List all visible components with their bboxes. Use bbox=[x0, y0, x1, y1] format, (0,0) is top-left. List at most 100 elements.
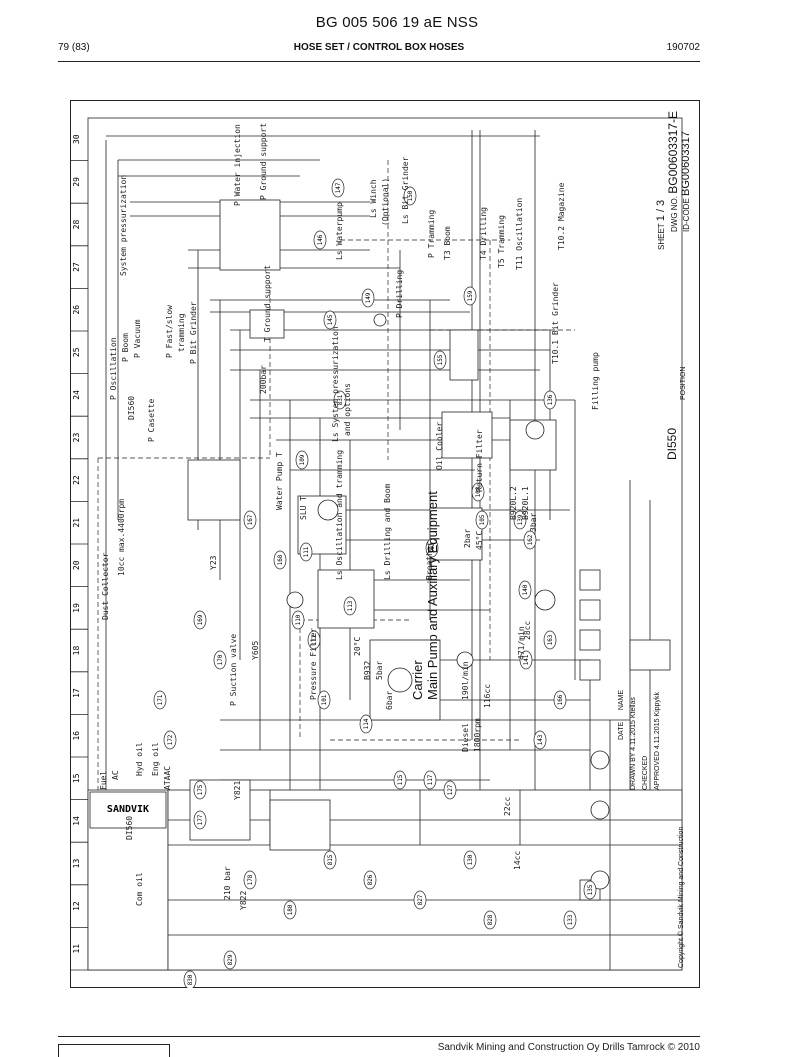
component-label-pressure-filter: Pressure Filter bbox=[309, 628, 318, 700]
title-block-text: SANDVIK bbox=[107, 804, 149, 815]
hose-id-bubble: 114 bbox=[359, 714, 373, 734]
component-label-t10-1-bit-grinder: T10.1 Bit Grinder bbox=[551, 282, 560, 364]
hose-id: 101 bbox=[321, 694, 328, 705]
hose-id-bubble: 159 bbox=[463, 286, 477, 306]
hose-id: 831 bbox=[337, 394, 344, 405]
hose-id-bubble: 101 bbox=[317, 690, 331, 710]
component-label-p-vacuum: P Vacuum bbox=[133, 319, 142, 358]
hose-id-bubble: 112 bbox=[307, 630, 321, 650]
component-label-diesel-rpm: 1800rpm bbox=[473, 718, 482, 752]
component-label-ac: AC bbox=[111, 770, 120, 780]
hose-id-bubble: 162 bbox=[523, 530, 537, 550]
column-ticks bbox=[70, 160, 88, 971]
component-label-diesel: Diesel bbox=[461, 723, 470, 752]
component-label-water-pump-t: Water Pump T bbox=[275, 452, 284, 510]
hose-id: 141 bbox=[523, 654, 530, 665]
hose-id: 139 bbox=[517, 514, 524, 525]
component-label-fuel: Fuel bbox=[99, 771, 108, 790]
hose-id: 146 bbox=[317, 234, 324, 245]
hose-id: 111 bbox=[303, 546, 310, 557]
hose-id-bubble: 830 bbox=[183, 970, 197, 990]
column-number: 22 bbox=[72, 475, 81, 485]
component-label-return-filter: Return Filter bbox=[475, 429, 484, 492]
hose-id: 159 bbox=[467, 290, 474, 301]
component-label-oil-cooler: Oil Cooler bbox=[435, 422, 444, 470]
hose-id: 136 bbox=[547, 394, 554, 405]
hose-id-bubble: 135 bbox=[583, 880, 597, 900]
component-label-p-oscillation: P Oscillation bbox=[109, 337, 118, 400]
hose-id-bubble: 105 bbox=[475, 510, 489, 530]
component-label-y822: Y822 bbox=[239, 891, 248, 910]
hose-id-bubble: 166 bbox=[553, 690, 567, 710]
component-label-ls-system-pressurization: Ls System pressurization bbox=[331, 326, 340, 442]
column-number: 25 bbox=[72, 347, 81, 357]
component-label-breather: Breather bbox=[425, 541, 434, 580]
hose-id: 163 bbox=[547, 634, 554, 645]
column-number: 19 bbox=[72, 603, 81, 613]
hose-id: 815 bbox=[327, 854, 334, 865]
component-label-dust-rpm: 10cc max.4400rpm bbox=[117, 499, 126, 576]
header-rule bbox=[58, 61, 700, 62]
component-label-b920l2: B920L.2 bbox=[509, 486, 518, 520]
hose-id: 177 bbox=[197, 814, 204, 825]
component-label-bar-3: 3bar bbox=[529, 513, 538, 532]
hose-id-bubble: 146 bbox=[313, 230, 327, 250]
hose-id: 143 bbox=[537, 734, 544, 745]
hose-id-bubble: 113 bbox=[343, 596, 357, 616]
component-label-tramming: tramming bbox=[177, 313, 186, 352]
component-label-optional: (Optional) bbox=[381, 178, 390, 226]
hose-id: 117 bbox=[427, 774, 434, 785]
column-number: 28 bbox=[72, 220, 81, 230]
component-label-ls-bit-grinder: Ls Bit Grinder bbox=[401, 156, 410, 224]
hose-id: 110 bbox=[295, 614, 302, 625]
hose-id: 169 bbox=[197, 614, 204, 625]
component-label-ls-drilling-boom: Ls Drilling and Boom bbox=[383, 483, 392, 580]
component-label-and-options: and options bbox=[343, 383, 352, 436]
hose-id: 114 bbox=[363, 718, 370, 729]
hose-id-bubble: 168 bbox=[273, 550, 287, 570]
section-title: HOSE SET / CONTROL BOX HOSES bbox=[293, 42, 465, 53]
column-number: 14 bbox=[72, 816, 81, 826]
component-label-bar-6: 6bar bbox=[385, 691, 394, 710]
component-label-t-ground-support: T Ground support bbox=[263, 265, 272, 342]
hose-id: 178 bbox=[247, 874, 254, 885]
hose-id: 168 bbox=[277, 554, 284, 565]
hose-id-bubble: 145 bbox=[323, 310, 337, 330]
component-label-flow-471: 471/min bbox=[517, 626, 526, 660]
hose-id-bubble: 175 bbox=[193, 780, 207, 800]
component-label-p-bit-grinder: P Bit Grinder bbox=[189, 301, 198, 364]
hose-id: 127 bbox=[447, 784, 454, 795]
hose-id-bubble: 170 bbox=[213, 650, 227, 670]
component-label-b920l1: B920L.1 bbox=[521, 486, 530, 520]
hose-id: 133 bbox=[567, 914, 574, 925]
hose-id: 172 bbox=[167, 734, 174, 745]
hose-id-bubble: 109 bbox=[295, 450, 309, 470]
hose-id: 162 bbox=[527, 534, 534, 545]
hose-id: 829 bbox=[227, 954, 234, 965]
component-label-t10-2-magazine: T10.2 Magazine bbox=[557, 182, 566, 250]
column-number: 24 bbox=[72, 390, 81, 400]
column-number: 27 bbox=[72, 262, 81, 272]
hose-id-bubble: 141 bbox=[519, 650, 533, 670]
column-number: 20 bbox=[72, 560, 81, 570]
hose-id-bubble: 136 bbox=[543, 390, 557, 410]
pumps bbox=[286, 313, 610, 890]
hose-id-bubble: 111 bbox=[299, 542, 313, 562]
component-label-ls-waterpump: Ls Waterpump bbox=[335, 202, 344, 260]
component-label-t5-tramming: T5 Tramming bbox=[497, 215, 506, 268]
component-label-bar-210: 210 bar bbox=[223, 866, 232, 900]
hose-id-bubble: 102 bbox=[425, 538, 439, 558]
footer-logo bbox=[58, 1044, 170, 1057]
hose-id-bubble: 147 bbox=[331, 178, 345, 198]
component-label-p-fast-slow: P Fast/slow bbox=[165, 305, 174, 358]
hose-id: 109 bbox=[299, 454, 306, 465]
component-label-y821: Y821 bbox=[233, 781, 242, 800]
hose-id: 828 bbox=[487, 914, 494, 925]
hose-id-bubble: 172 bbox=[163, 730, 177, 750]
component-label-com-oil: Com oil bbox=[135, 872, 144, 906]
hose-id: 102 bbox=[429, 542, 436, 553]
column-number: 11 bbox=[72, 944, 81, 954]
